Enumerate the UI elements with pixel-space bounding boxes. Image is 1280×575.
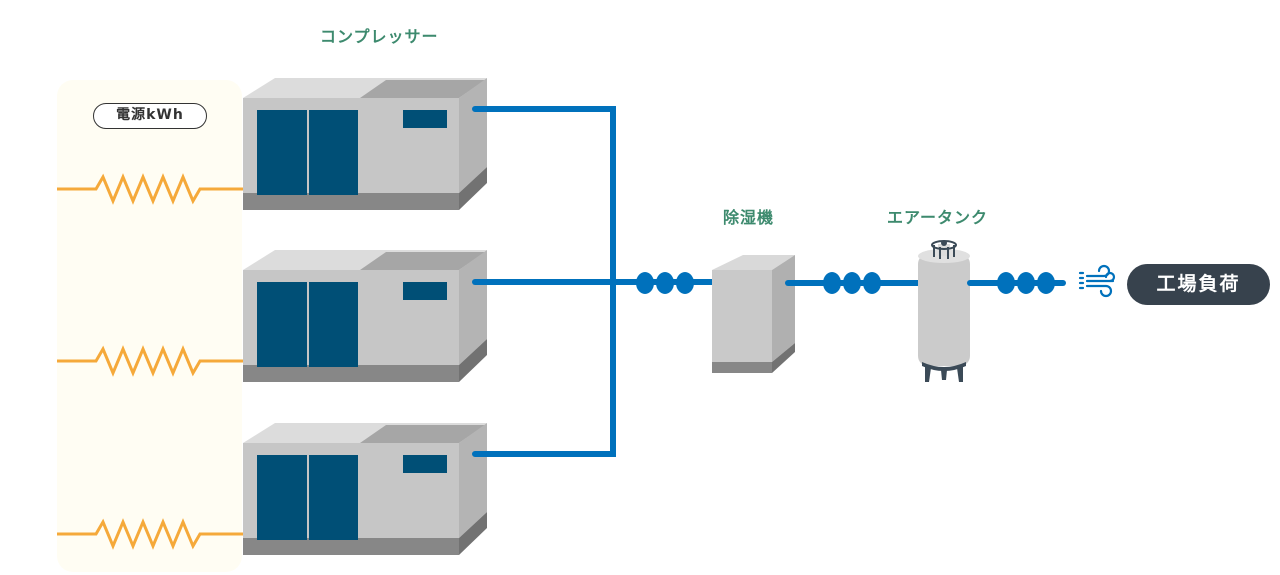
factory-load-badge: 工場負荷 bbox=[1127, 264, 1270, 305]
air-tank-label: エアータンク bbox=[887, 208, 989, 227]
compressor-label: コンプレッサー bbox=[320, 27, 439, 46]
compressor-unit-3 bbox=[243, 423, 487, 555]
compressor-unit-2 bbox=[243, 250, 487, 382]
power-line-3 bbox=[57, 518, 243, 550]
pipe-joint-icon bbox=[997, 272, 1055, 294]
pipe-joint-icon bbox=[823, 272, 881, 294]
power-supply-panel bbox=[57, 80, 242, 572]
power-line-1 bbox=[57, 173, 243, 205]
resistor-icon bbox=[57, 173, 243, 205]
resistor-icon bbox=[57, 345, 243, 377]
wind-icon bbox=[1078, 264, 1116, 298]
dehumidifier-label: 除湿機 bbox=[723, 208, 775, 227]
compressor-unit-1 bbox=[243, 78, 487, 210]
resistor-icon bbox=[57, 518, 243, 550]
pipe-joint-icon bbox=[636, 272, 694, 294]
dehumidifier-unit bbox=[712, 255, 795, 373]
power-kwh-label: 電源kWh bbox=[93, 103, 207, 129]
air-tank-unit bbox=[918, 240, 970, 382]
power-line-2 bbox=[57, 345, 243, 377]
